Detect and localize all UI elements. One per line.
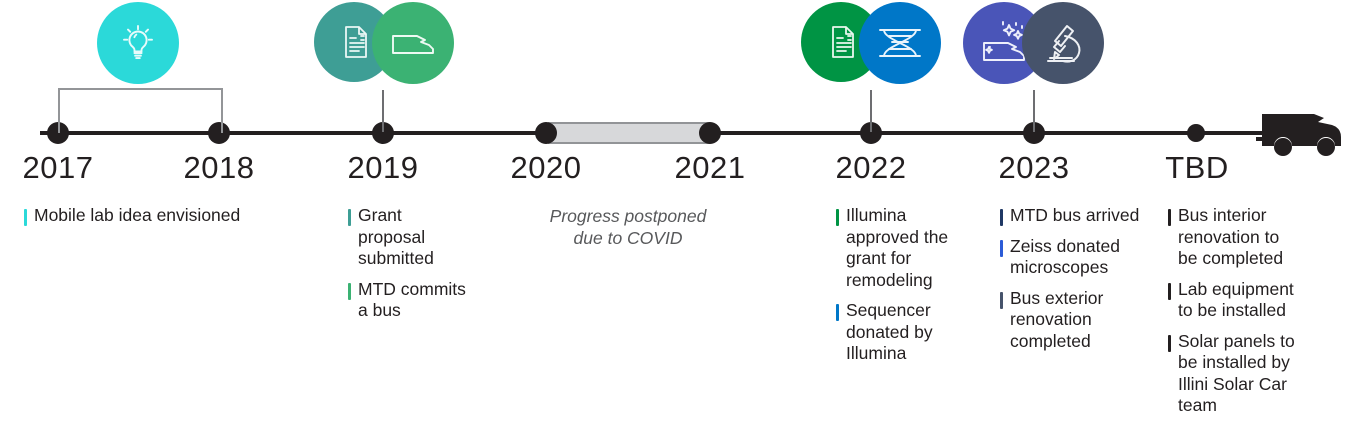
- year-label-2020: 2020: [510, 150, 582, 185]
- timeline-node-2019[interactable]: [372, 122, 394, 144]
- timeline-node-2018[interactable]: [208, 122, 230, 144]
- list-item: Bus interior renovation to be completed: [1168, 205, 1300, 270]
- bullet-marker: [836, 304, 839, 321]
- year-label-2017: 2017: [22, 150, 94, 185]
- covid-note-line2: due to COVID: [573, 228, 683, 248]
- list-item-label: Bus exterior renovation completed: [1010, 287, 1104, 351]
- list-item: MTD commits a bus: [348, 279, 468, 322]
- covid-gap-band: [548, 122, 710, 144]
- year-label-2018: 2018: [183, 150, 255, 185]
- timeline-node-2021[interactable]: [699, 122, 721, 144]
- list-item: MTD bus arrived: [1000, 205, 1140, 227]
- list-item: Mobile lab idea envisioned: [24, 205, 324, 227]
- year-label-2023: 2023: [998, 150, 1070, 185]
- list-item: Zeiss donated microscopes: [1000, 236, 1140, 279]
- list-item: Sequencer donated by Illumina: [836, 300, 978, 365]
- milestone-column-tbd: Bus interior renovation to be completed …: [1168, 205, 1300, 426]
- milestone-column-2019: Grant proposal submitted MTD commits a b…: [348, 205, 468, 331]
- bracket-2017-2018: [58, 88, 223, 133]
- year-label-2019: 2019: [347, 150, 419, 185]
- bus-silhouette-icon: [1252, 101, 1344, 168]
- list-item: Illumina approved the grant for remodeli…: [836, 205, 978, 291]
- covid-note-line1: Progress postponed: [549, 206, 707, 226]
- bullet-marker: [1000, 291, 1003, 309]
- list-item-label: Grant proposal submitted: [358, 205, 434, 268]
- timeline-node-2023[interactable]: [1023, 122, 1045, 144]
- list-item: Grant proposal submitted: [348, 205, 468, 270]
- list-item-label: Sequencer donated by Illumina: [846, 300, 933, 363]
- list-item-label: MTD commits a bus: [358, 278, 466, 321]
- year-label-2022: 2022: [835, 150, 907, 185]
- bullet-marker: [836, 209, 839, 226]
- list-item: Bus exterior renovation completed: [1000, 288, 1140, 353]
- milestone-column-2023: MTD bus arrived Zeiss donated microscope…: [1000, 205, 1140, 361]
- timeline-node-2022[interactable]: [860, 122, 882, 144]
- bullet-marker: [1000, 209, 1003, 226]
- list-item: Solar panels to be installed by Illini S…: [1168, 331, 1300, 417]
- dna-helix-icon: [859, 2, 941, 84]
- stem-2023: [1033, 90, 1035, 132]
- list-item: Lab equipment to be installed: [1168, 279, 1300, 322]
- bus-icon: [372, 2, 454, 84]
- year-label-tbd: TBD: [1165, 150, 1229, 185]
- timeline-node-tbd[interactable]: [1187, 124, 1205, 142]
- bullet-marker: [1168, 334, 1171, 352]
- list-item-label: MTD bus arrived: [1010, 205, 1140, 225]
- stem-2022: [870, 90, 872, 132]
- milestone-column-2017: Mobile lab idea envisioned: [24, 205, 324, 236]
- bullet-marker: [1168, 282, 1171, 300]
- list-item-label: Solar panels to be installed by Illini S…: [1178, 330, 1295, 416]
- bullet-marker: [348, 282, 351, 300]
- microscope-icon: [1022, 2, 1104, 84]
- bullet-marker: [1000, 239, 1003, 257]
- bullet-marker: [1168, 209, 1171, 226]
- timeline-node-2017[interactable]: [47, 122, 69, 144]
- list-item-label: Bus interior renovation to be completed: [1178, 205, 1284, 268]
- list-item-label: Lab equipment to be installed: [1178, 278, 1294, 321]
- timeline-node-2020[interactable]: [535, 122, 557, 144]
- list-item-label: Zeiss donated microscopes: [1010, 235, 1120, 278]
- lightbulb-icon: [97, 2, 179, 84]
- bullet-marker: [24, 209, 27, 226]
- milestone-column-2022: Illumina approved the grant for remodeli…: [836, 205, 978, 374]
- year-label-2021: 2021: [674, 150, 746, 185]
- covid-note: Progress postponed due to COVID: [500, 205, 756, 249]
- list-item-label: Illumina approved the grant for remodeli…: [846, 205, 949, 290]
- list-item-label: Mobile lab idea envisioned: [34, 205, 241, 225]
- bullet-marker: [348, 209, 351, 226]
- stem-2019: [382, 90, 384, 132]
